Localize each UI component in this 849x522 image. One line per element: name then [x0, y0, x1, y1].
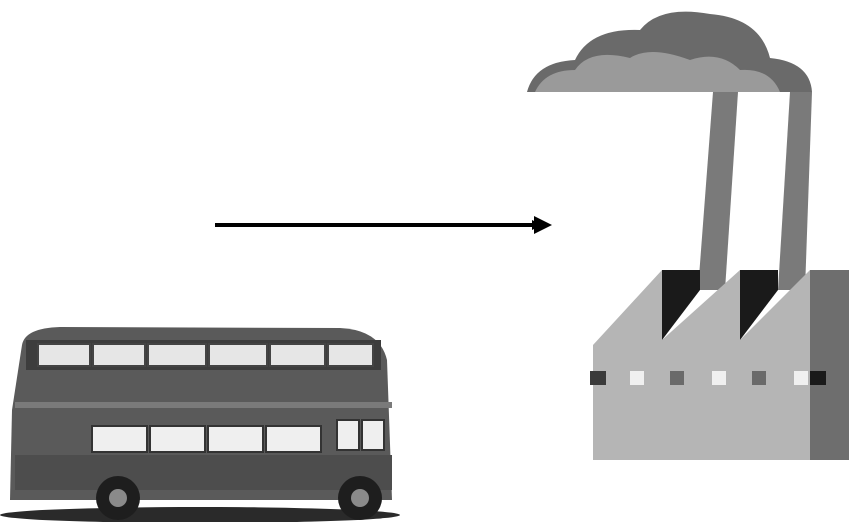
factory-icon: [0, 0, 849, 522]
diagram-canvas: [0, 0, 849, 522]
